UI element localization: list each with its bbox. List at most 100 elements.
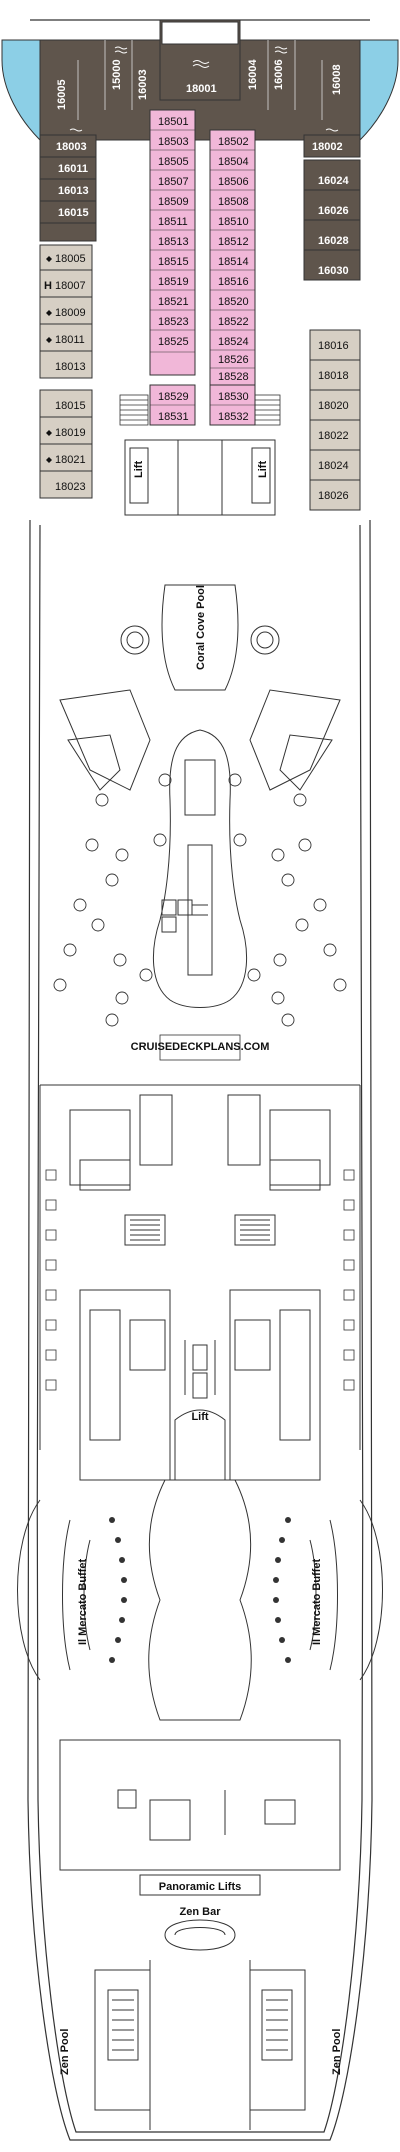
stairs — [119, 394, 281, 426]
cabin-label: 16024 — [318, 175, 349, 187]
cabin-label: 18021 — [55, 454, 86, 466]
buffet-label-right: Il Mercato Buffet — [311, 1558, 323, 1645]
cabin-label: 16008 — [331, 64, 343, 95]
cabin-label: 18521 — [158, 296, 189, 308]
cabin-label: 18506 — [218, 176, 249, 188]
front-cabin-labels: 16005 15000 16003 18001 16004 16006 1600… — [56, 59, 343, 110]
cabin-label: 18015 — [55, 400, 86, 412]
buffet-seats — [109, 1517, 291, 1663]
cabin-label: 18026 — [318, 490, 349, 502]
cabin-label: 18513 — [158, 236, 189, 248]
inside-cabin-dividers — [150, 129, 255, 406]
cabin-label: 18523 — [158, 316, 189, 328]
cabin-label: 18529 — [158, 391, 189, 403]
cabin-label: 16004 — [247, 59, 259, 90]
cabin-label: 18528 — [218, 371, 249, 383]
cabin-label: 18531 — [158, 411, 189, 423]
cabin-label: 16011 — [58, 163, 88, 175]
front-pool-right — [359, 39, 399, 142]
mid-structures — [39, 1084, 361, 1481]
main-pool — [152, 729, 248, 1008]
cabin-label: 18524 — [218, 336, 249, 348]
right-upper-cabin-labels: 18002 16024 16026 16028 16030 — [312, 141, 349, 277]
zen-pool-label-left: Zen Pool — [59, 2029, 71, 2075]
cabin-label: 18020 — [318, 400, 349, 412]
cabin-label: 15000 — [111, 59, 123, 90]
buffet-area — [17, 1479, 383, 1871]
left-lower-cabins — [39, 244, 93, 499]
cabin-label: 18514 — [218, 256, 249, 268]
cabin-label: 18515 — [158, 256, 189, 268]
cabin-label: 18509 — [158, 196, 189, 208]
cabin-label: 18016 — [318, 340, 349, 352]
left-upper-cabin-labels: 18003 16011 16013 16015 — [56, 141, 89, 219]
cabin-label: 18502 — [218, 136, 249, 148]
lift-label-right: Lift — [257, 461, 269, 478]
cabin-label: 16013 — [58, 185, 89, 197]
cabin-label: 18511 — [158, 216, 188, 228]
cabin-label: 18504 — [218, 156, 249, 168]
cabin-label: 18005 — [55, 253, 86, 265]
pool-deck-loungers — [53, 773, 347, 1027]
cabin-label: 18525 — [158, 336, 189, 348]
cabin-label: 18019 — [55, 427, 86, 439]
right-lower-cabins — [309, 329, 361, 511]
zen-bar — [164, 1919, 236, 1951]
cabin-label: 16015 — [58, 207, 89, 219]
watermark: CRUISEDECKPLANS.COM — [131, 1041, 270, 1053]
panoramic-lifts — [139, 1874, 261, 1896]
panoramic-lifts-label: Panoramic Lifts — [159, 1881, 242, 1893]
cabin-label: 18507 — [158, 176, 189, 188]
right-upper-cabins — [303, 134, 361, 281]
cabin-label: 18007 — [55, 280, 86, 292]
zen-pool-label-right: Zen Pool — [331, 2029, 343, 2075]
cabin-label: 18023 — [55, 481, 86, 493]
cabin-label: 18510 — [218, 216, 249, 228]
inside-cabin-labels-right: 18502 18504 18506 18508 18510 18512 1851… — [218, 136, 249, 423]
front-suite-block — [39, 19, 361, 141]
coral-cove-pool-label: Coral Cove Pool — [195, 585, 207, 670]
cabin-label: 18024 — [318, 460, 349, 472]
right-lower-cabin-labels: 18016 18018 18020 18022 18024 18026 — [318, 340, 349, 502]
cabin-label: 18526 — [218, 354, 249, 366]
cabin-label: 16003 — [137, 69, 149, 100]
side-tables — [45, 1169, 355, 1391]
accessible-marker: H — [44, 280, 52, 292]
cabin-label: 18512 — [218, 236, 249, 248]
cabin-label: 18018 — [318, 370, 349, 382]
watermark-box — [159, 1034, 241, 1061]
cabin-label: 18001 — [186, 83, 217, 95]
cabin-label: 16006 — [273, 59, 285, 90]
cabin-label: 16026 — [318, 205, 349, 217]
cabin-label: 16028 — [318, 235, 349, 247]
inside-cabin-labels-left: 18501 18503 18505 18507 18509 18511 1851… — [158, 116, 189, 423]
buffet-label-left: Il Mercato Buffet — [77, 1558, 89, 1645]
lift-label-mid: Lift — [191, 1411, 208, 1423]
cabin-label: 18508 — [218, 196, 249, 208]
zen-bar-label: Zen Bar — [180, 1906, 222, 1918]
cabin-label: 18003 — [56, 141, 87, 153]
cabin-label: 18505 — [158, 156, 189, 168]
cabin-label: 16005 — [56, 79, 68, 110]
left-cabin-dots — [46, 256, 52, 463]
cabin-label: 18013 — [55, 361, 86, 373]
cabin-label: 18011 — [55, 334, 85, 346]
cabin-label: 18530 — [218, 391, 249, 403]
cabin-label: 18519 — [158, 276, 189, 288]
cabin-label: 18501 — [158, 116, 189, 128]
zen-pools — [94, 1960, 306, 2130]
cabin-label: 18022 — [318, 430, 349, 442]
left-lower-cabin-labels: 18005 18007 18009 18011 18013 18015 1801… — [44, 253, 86, 493]
lift-lobby-upper — [124, 439, 276, 516]
cabin-label: 18503 — [158, 136, 189, 148]
cabin-label: 18009 — [55, 307, 86, 319]
cabin-label: 18516 — [218, 276, 249, 288]
balcony-wave-icons — [69, 46, 339, 132]
left-upper-cabins — [39, 134, 97, 242]
cabin-label: 18520 — [218, 296, 249, 308]
lift-label-left: Lift — [133, 461, 145, 478]
cabin-label: 16030 — [318, 265, 349, 277]
coral-cove-area — [59, 584, 341, 791]
cabin-label: 18532 — [218, 411, 249, 423]
